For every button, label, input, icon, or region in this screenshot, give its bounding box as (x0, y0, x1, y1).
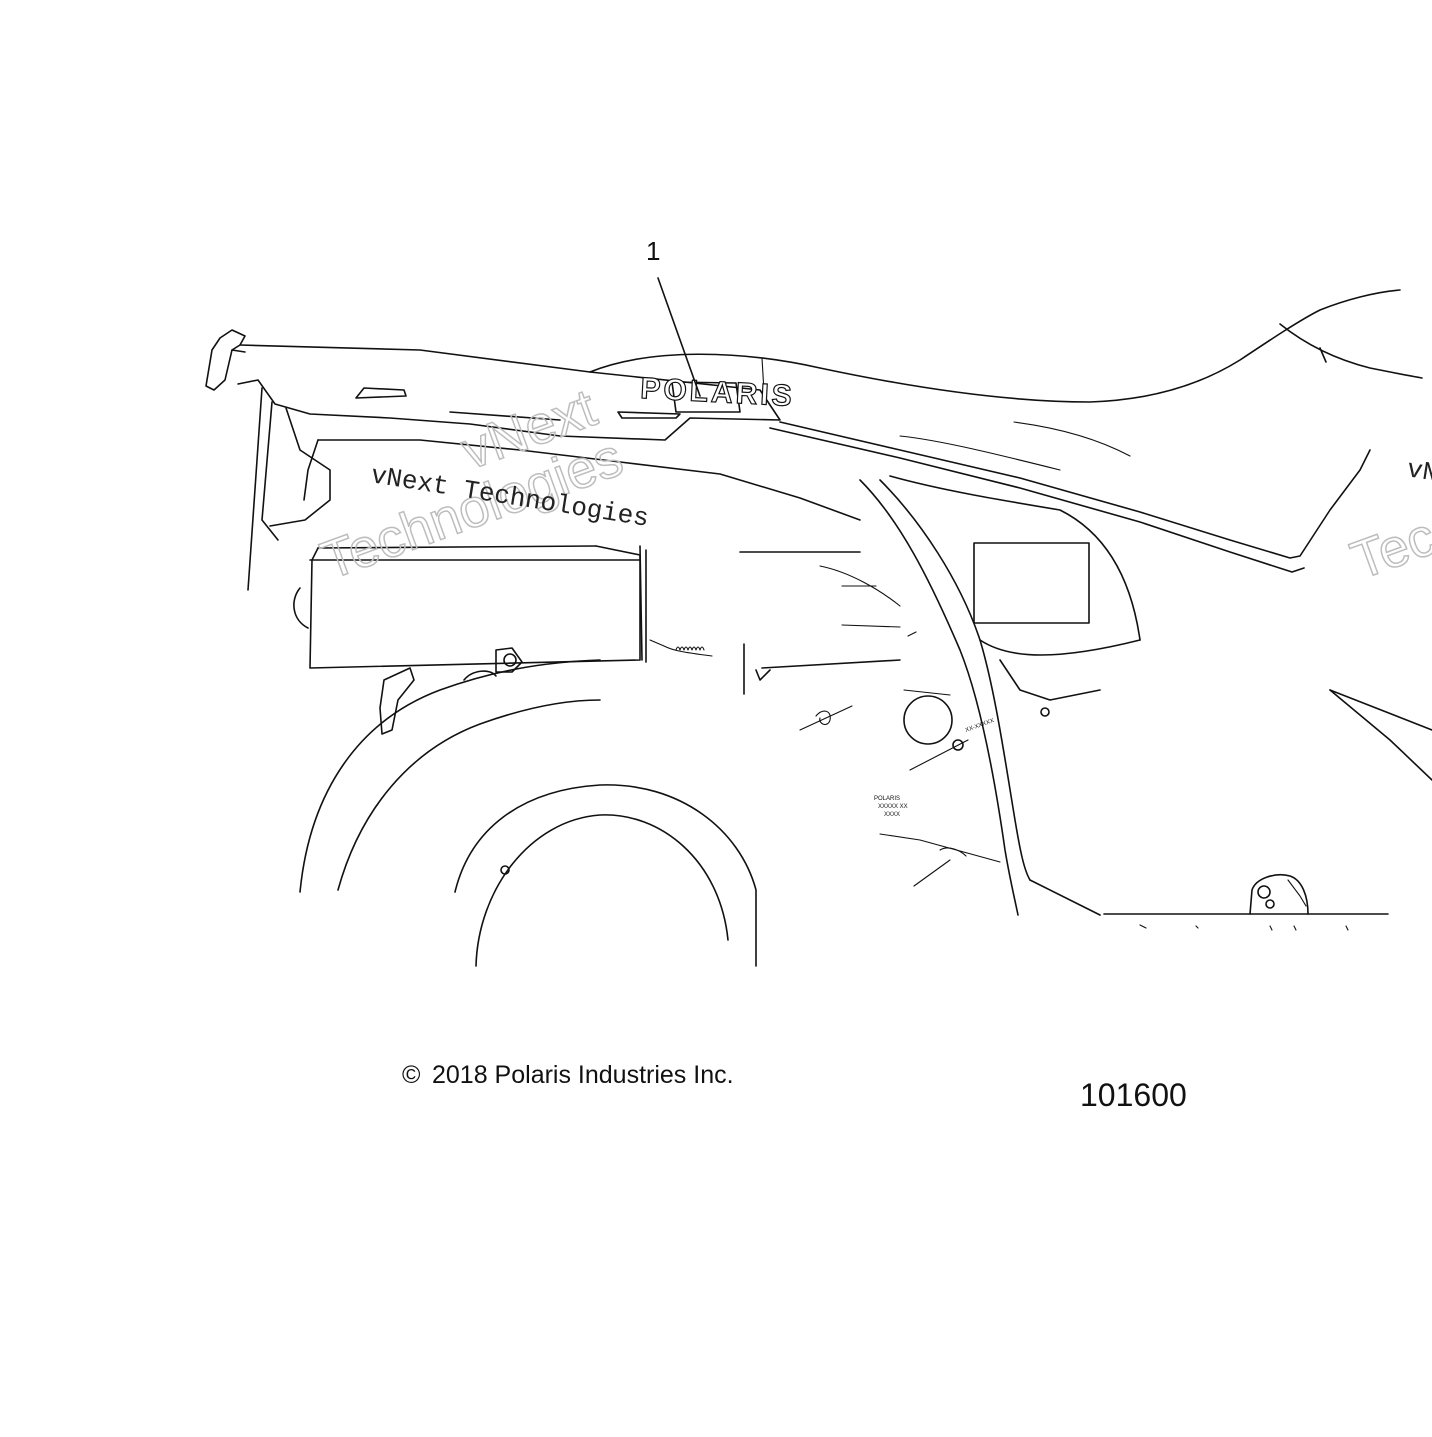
id-plate-line-3: XXXX (884, 812, 900, 818)
rear-fender (303, 289, 1432, 916)
rear-storage-box (293, 545, 901, 695)
id-plate: POLARIS XXXXX XX XXXX (874, 796, 908, 818)
gas-cap-circle (903, 695, 953, 745)
id-plate-line-1: POLARIS (874, 796, 900, 802)
callout-1: 1 (646, 236, 660, 266)
callout-1-leader (657, 277, 701, 397)
rear-wheel (299, 647, 757, 967)
copyright-text: 2018 Polaris Industries Inc. (432, 1061, 734, 1089)
rear-rack (205, 329, 781, 591)
drawing-number: 101600 (1080, 1077, 1187, 1113)
frame-details (799, 565, 1389, 931)
copyright-symbol: © (402, 1061, 421, 1089)
watermark-typed-right: vN (1405, 454, 1432, 489)
id-plate-line-2: XXXXX XX (878, 804, 908, 810)
frame-tag-label: XX-XXXXX (965, 718, 995, 734)
watermark-outline-right: Tec (1344, 506, 1432, 591)
brand-decal: POLARIS (640, 372, 796, 413)
decal-panel-rect (973, 542, 1090, 624)
